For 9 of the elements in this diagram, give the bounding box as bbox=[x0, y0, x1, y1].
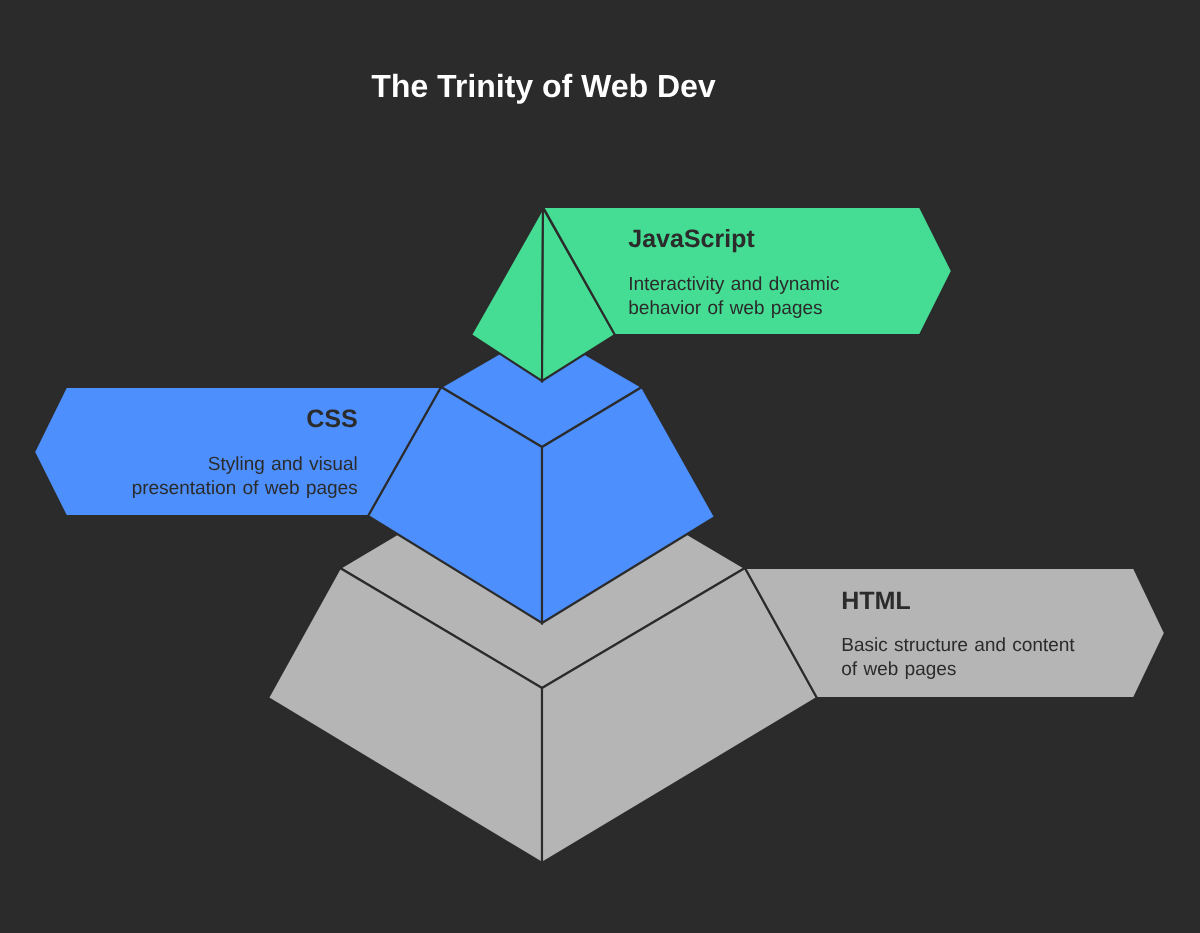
layer-title: HTML bbox=[842, 591, 910, 609]
layer-title: CSS bbox=[307, 409, 357, 428]
label-banner bbox=[32, 385, 443, 518]
label-banner bbox=[743, 566, 1167, 700]
layer-description: Interactivity and dynamic behavior of web pages bbox=[629, 276, 839, 318]
diagram-title: The Trinity of Web Dev bbox=[371, 73, 716, 104]
layer-title: JavaScript bbox=[628, 228, 755, 253]
layer-description: Styling and visual presentation of web pages bbox=[132, 456, 357, 498]
layer-description: Basic structure and content of web pages bbox=[842, 637, 1075, 679]
